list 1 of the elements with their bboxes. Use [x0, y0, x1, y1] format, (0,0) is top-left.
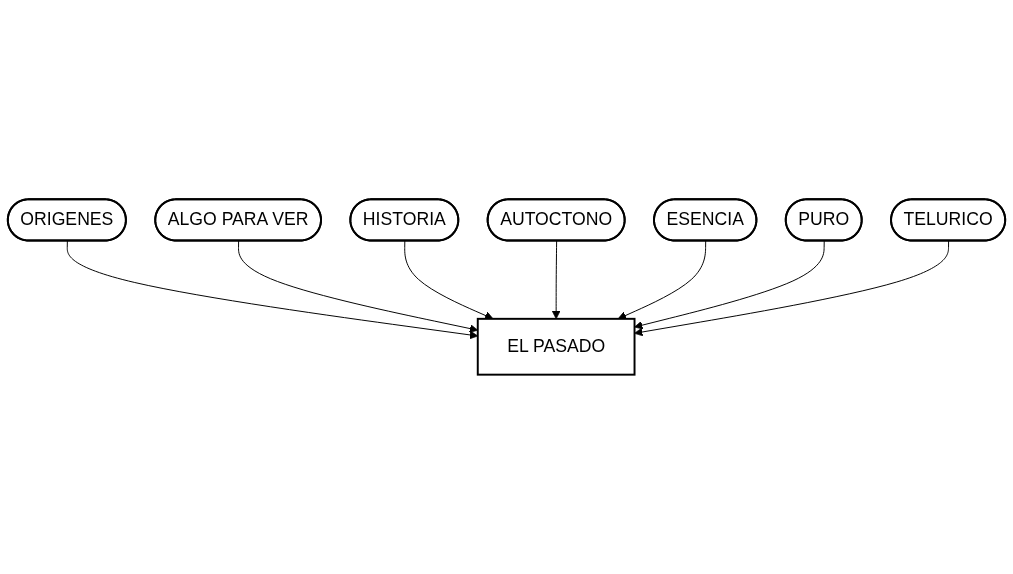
node-box: EL PASADO [476, 317, 636, 376]
